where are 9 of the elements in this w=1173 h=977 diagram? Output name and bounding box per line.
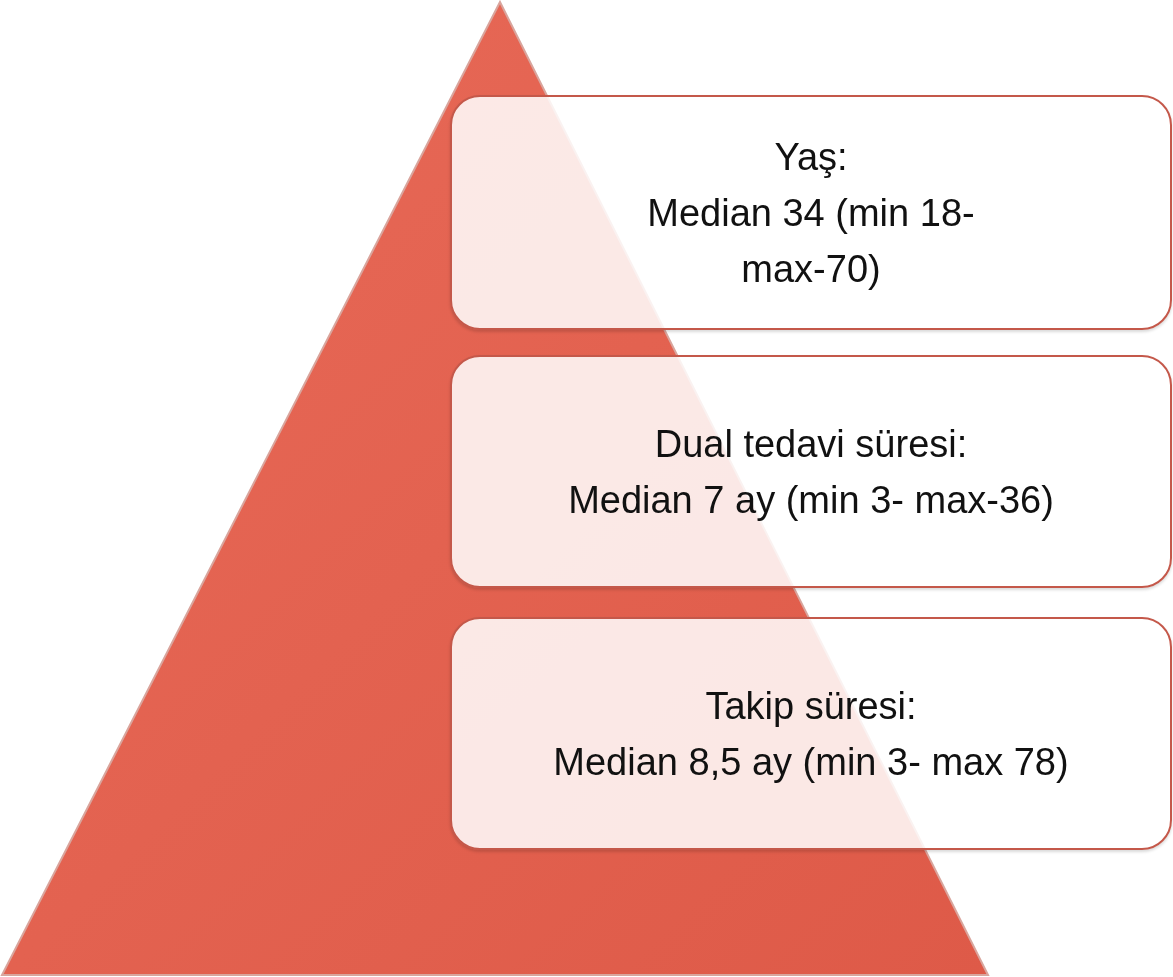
card-heading: Dual tedavi süresi:	[654, 421, 968, 467]
card-heading: Takip süresi:	[705, 683, 917, 729]
card-text: Median 34 (min 18- max-70)	[646, 190, 976, 292]
info-card	[450, 617, 1172, 850]
info-card	[450, 355, 1172, 588]
card-text: Median 7 ay (min 3- max-36)	[568, 477, 1054, 523]
card-text: Median 8,5 ay (min 3- max 78)	[553, 739, 1069, 785]
info-card	[450, 95, 1172, 330]
card-heading: Yaş:	[774, 134, 848, 180]
